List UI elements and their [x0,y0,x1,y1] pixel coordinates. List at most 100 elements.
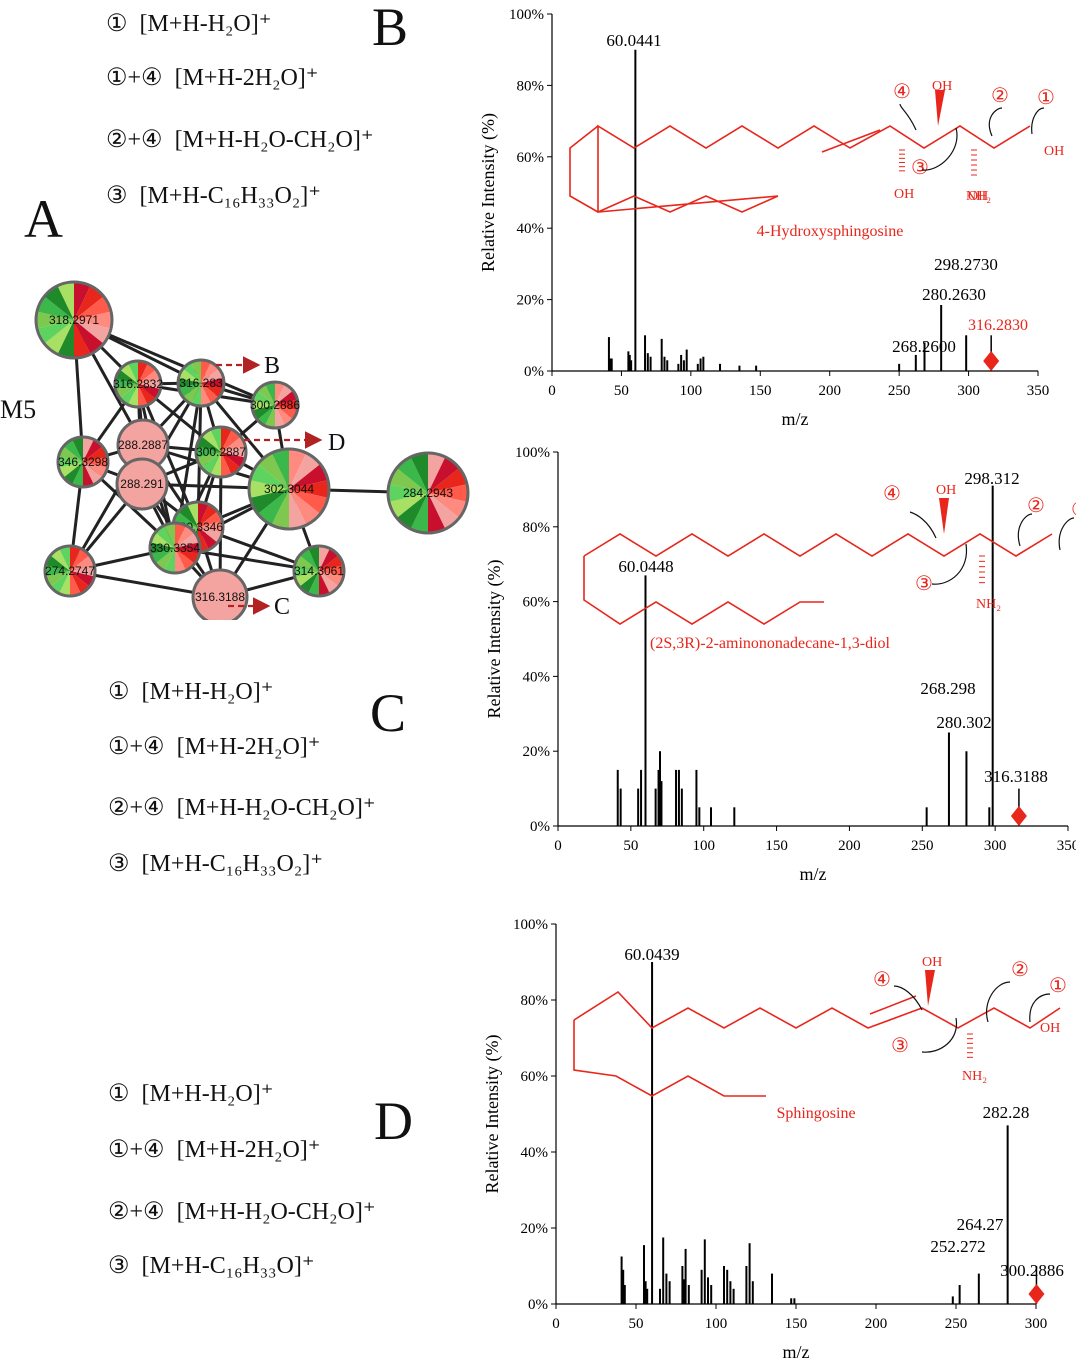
network-node-label: 314.3061 [294,564,344,578]
network-node-slice [175,542,200,554]
cleavage-site: ④ [883,483,901,505]
network-node-slice [428,493,460,530]
network-node: 274.2747 [43,544,97,598]
network-node-label: 316.283 [179,376,223,390]
network-node-slice [74,285,104,320]
network-node-slice [74,320,91,358]
cleavage-arrow [921,1017,958,1053]
network-node-label: 288.291 [120,477,164,491]
network-node-ring [56,435,110,489]
alkyl-chain [597,124,1031,213]
network-node-slice [138,384,156,405]
y-tick-label: 20% [521,1221,549,1237]
frag-b-1-num: ① [106,11,128,37]
network-node-slice [275,399,298,411]
nh2-label: NH₂ [962,1069,987,1084]
network-node-slice [150,532,175,548]
network-node-slice [221,427,232,452]
precursor-marker [983,351,1000,371]
wedge-bond [939,498,949,534]
panel-letter-d: D [374,1091,413,1151]
network-node-slice [428,468,467,493]
network-node-slice [289,489,328,514]
network-node-slice [83,456,109,468]
frag-d-1: ① [M+H-H₂O]⁺ [108,1082,273,1106]
network-node-slice [221,452,246,468]
network-node-slice [45,565,70,577]
network-node-slice [36,296,74,320]
network-node-slice [221,446,246,458]
network-node-slice [257,384,275,405]
peak-label: 60.0441 [606,31,661,50]
cleavage-site: ① [1071,499,1076,521]
network-node-slice [175,548,200,564]
network-node-slice [210,427,221,452]
cleavage-site: ① [1049,975,1067,997]
network-node-ring [292,544,346,598]
network-node-slice [164,523,175,548]
network-node-slice [389,493,428,518]
peak-label: 268.298 [920,679,975,698]
x-tick-label: 250 [911,838,934,854]
y-tick-label: 0% [524,364,544,380]
x-tick-label: 50 [629,1316,644,1332]
cleavage-arrow [1031,107,1045,135]
y-tick-label: 40% [517,221,545,237]
network-node-slice [428,493,446,533]
network-node-slice [44,320,74,355]
oh-label: OH [922,955,942,970]
compound-name: (2S,3R)-2-aminononadecane-1,3-diol [650,635,890,652]
x-tick-label: 300 [984,838,1007,854]
network-node-slice [249,480,289,498]
network-node-slice [57,456,83,468]
network-node-slice [389,468,428,493]
network-node-slice [201,429,221,452]
network-node-slice [57,320,74,358]
peak-label: 60.0439 [624,945,679,964]
network-node-ring [115,457,169,511]
frag-c-3-ion: [M+H-H₂O-CH₂O]⁺ [176,795,376,821]
network-node-slice [275,405,285,428]
nh2-label: NH₂ [966,189,991,204]
wedge-bond [925,970,935,1006]
network-node-slice [70,548,90,571]
frag-b-2: ①+④ [M+H-2H₂O]⁺ [106,66,318,90]
peak-label: 268.2600 [892,337,956,356]
cleavage-site: ② [1027,495,1045,517]
network-node-disc [117,459,167,509]
double-bond [821,129,881,153]
x-tick-label: 300 [1025,1316,1048,1332]
network-node-slice [198,527,223,543]
arrow-label-c: C [274,594,290,620]
network-node-slice [175,548,195,571]
network-node-slice [428,484,469,502]
network-node-slice [59,546,70,571]
network-node-slice [201,368,224,383]
network-node-slice [115,369,138,384]
frag-d-3-num: ②+④ [108,1199,165,1225]
oh-label: OH [1040,1021,1060,1036]
frag-c-1: ① [M+H-H₂O]⁺ [108,680,273,704]
network-node: 316.2832 [113,359,163,409]
frag-c-4: ③ [M+H-C₁₆H₃₃O₂]⁺ [108,852,323,876]
network-node-slice [120,363,138,384]
nh2-label: NH₂ [976,597,1001,612]
cleavage-arrow [1058,517,1075,551]
precursor-marker [1028,1284,1045,1304]
frag-c-1-num: ① [108,679,130,705]
y-axis-label: Relative Intensity (%) [482,1035,503,1194]
network-node-slice [72,437,83,462]
network-node-slice [150,548,175,564]
network-node-slice [70,555,95,571]
network-node-slice [265,382,275,405]
precursor-label: 316.2830 [968,317,1028,334]
wedge-bond [935,90,945,126]
frag-c-4-ion: [M+H-C₁₆H₃₃O₂]⁺ [141,851,323,877]
x-tick-label: 200 [865,1316,888,1332]
network-node-slice [252,390,275,405]
frag-b-3-num: ②+④ [106,127,163,153]
network-node-slice [210,452,221,477]
